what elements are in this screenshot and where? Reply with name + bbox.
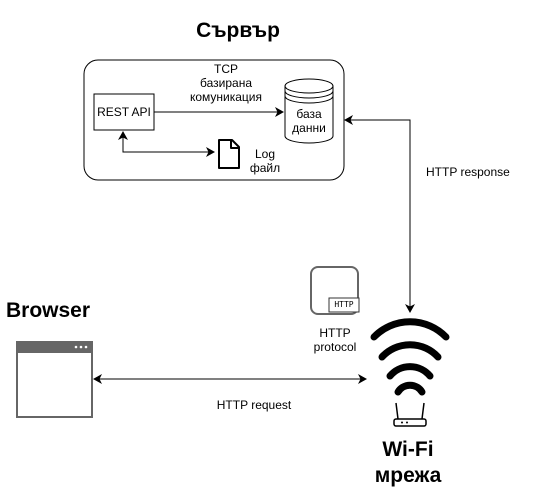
- http-protocol-label: HTTP protocol: [313, 326, 357, 354]
- http-response-arrow: [344, 115, 415, 313]
- http-request-label: HTTP request: [216, 398, 292, 412]
- browser-window-icon[interactable]: [16, 341, 93, 418]
- http-icon-text: HTTP: [334, 300, 354, 309]
- database-label: база данни: [292, 107, 326, 135]
- file-icon[interactable]: [218, 139, 240, 169]
- http-protocol-icon: [310, 266, 360, 315]
- server-title: Сървър: [196, 19, 280, 42]
- database-icon[interactable]: [284, 78, 334, 144]
- rest-api-box[interactable]: [93, 93, 155, 131]
- tcp-communication-label: TCP базирана комуникация: [189, 62, 263, 104]
- wifi-icon: [370, 318, 450, 396]
- rest-to-log-arrow: [118, 131, 215, 157]
- log-file-label: Log файл: [249, 147, 281, 175]
- router-icon: [393, 402, 427, 427]
- wifi-title: Wi-Fi мрежа: [374, 438, 442, 487]
- http-response-label: HTTP response: [426, 165, 510, 179]
- rest-api-label: REST API: [97, 105, 151, 119]
- browser-title: Browser: [6, 299, 91, 322]
